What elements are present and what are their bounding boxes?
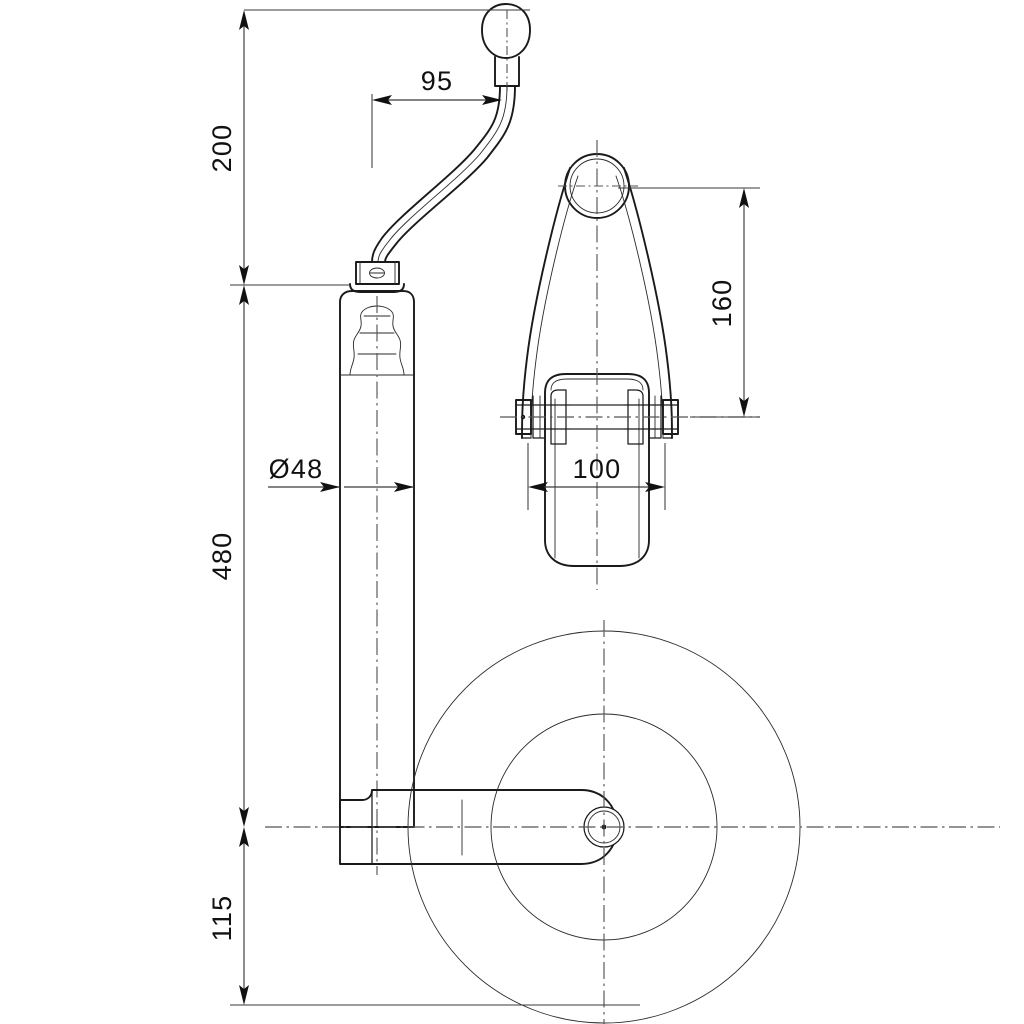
handle-knob bbox=[481, 3, 531, 92]
dimension-115-label: 115 bbox=[207, 895, 237, 942]
dimension-200-label: 200 bbox=[207, 124, 237, 173]
dimension-95-crank-offset: 95 bbox=[371, 66, 502, 168]
dimension-115-ground-clearance: 115 bbox=[207, 827, 640, 1006]
dimension-100-label: 100 bbox=[573, 454, 622, 484]
dimension-dia48-label: Ø48 bbox=[269, 454, 324, 484]
dimension-480-label: 480 bbox=[207, 532, 237, 581]
dimension-160-fork-height: 160 bbox=[618, 187, 760, 418]
front-elevation-view bbox=[500, 140, 760, 590]
side-elevation-view bbox=[265, 3, 1000, 1024]
dimension-480-tube-length: 480 bbox=[207, 285, 249, 827]
dimension-160-label: 160 bbox=[707, 279, 737, 328]
gearbox-housing bbox=[349, 261, 405, 293]
outer-tube bbox=[339, 290, 415, 875]
dimension-95-label: 95 bbox=[421, 66, 453, 96]
crank-arm bbox=[371, 85, 516, 263]
dimension-dia48-tube-diameter: Ø48 bbox=[268, 454, 414, 492]
dimension-200-handle-height: 200 bbox=[207, 9, 530, 286]
dimension-100-wheel-width: 100 bbox=[527, 443, 666, 510]
